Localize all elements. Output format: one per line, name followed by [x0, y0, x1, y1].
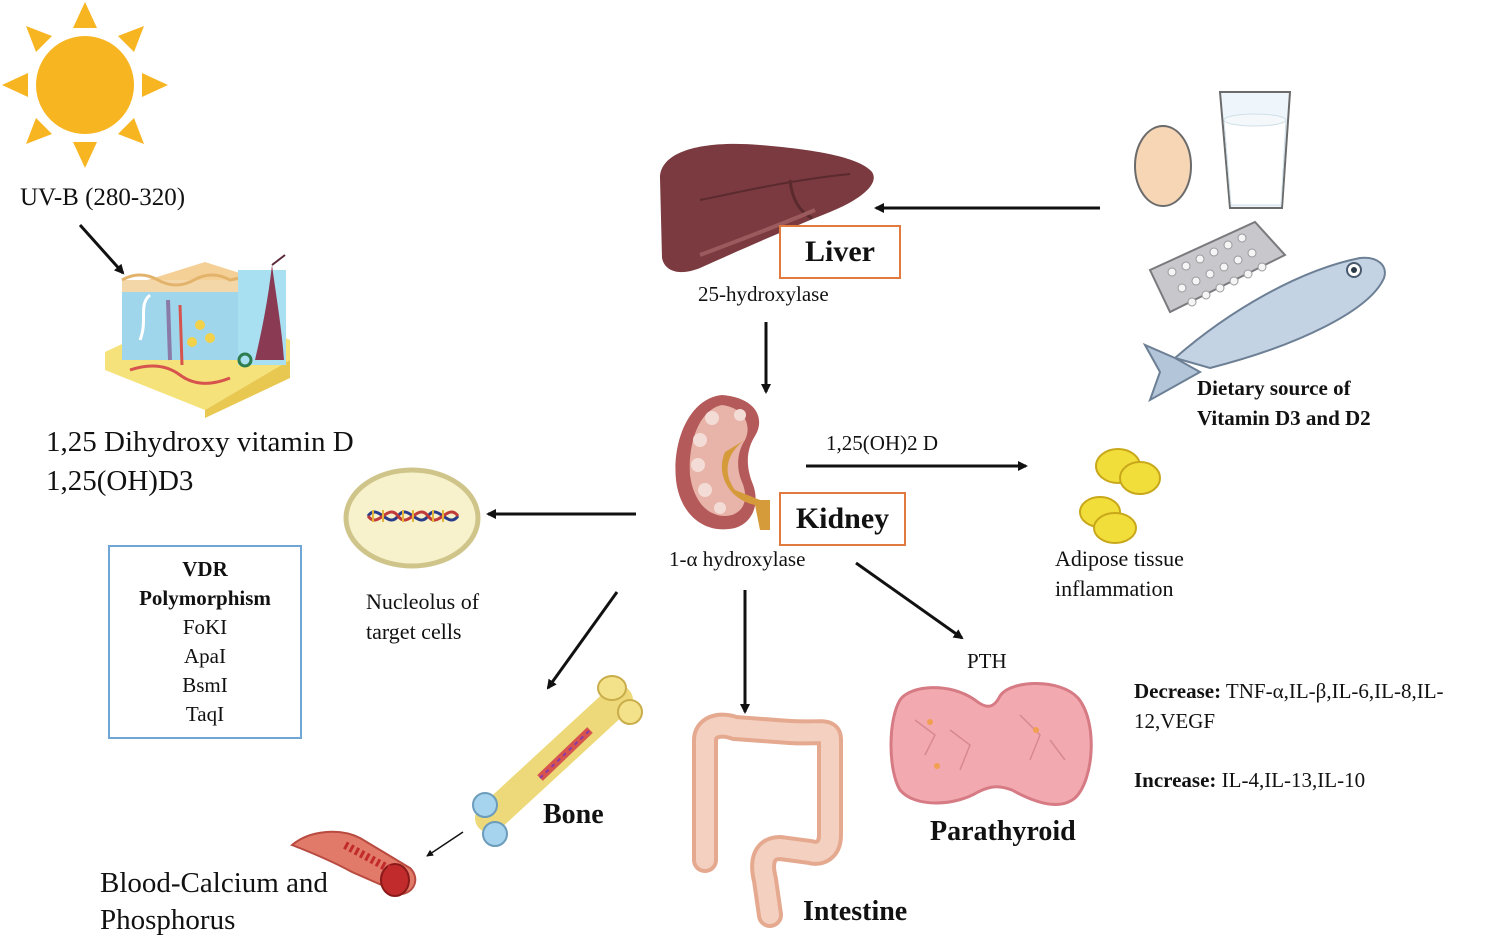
kidney-to-parathyroid-arrow: [855, 561, 964, 640]
nucleolus-line1: Nucleolus of: [366, 589, 480, 614]
liver-label: Liver: [779, 225, 901, 279]
liver-icon: [660, 143, 874, 273]
parathyroid-icon: [889, 682, 1093, 806]
vdr-title-line1: VDR: [182, 557, 228, 581]
blood-line1: Blood-Calcium and: [100, 867, 328, 899]
diet-line1: Dietary source of: [1197, 376, 1351, 400]
parathyroid-label: Parathyroid: [930, 816, 1076, 847]
intestine-icon: [692, 712, 843, 928]
bone-icon: [472, 675, 643, 847]
nucleolus-dna-icon: [343, 467, 481, 569]
pth-label: PTH: [967, 649, 1007, 673]
adipose-cells-icon: [1079, 448, 1161, 544]
vdr-item: BsmI: [182, 673, 228, 697]
adipose-line2: inflammation: [1055, 576, 1174, 601]
vdr-item: ApaI: [184, 644, 226, 668]
fish-icon: [1142, 256, 1386, 403]
diet-line2: Vitamin D3 and D2: [1197, 406, 1371, 430]
milk-glass-icon: [1218, 91, 1292, 209]
sun-icon: [2, 2, 168, 168]
decrease-label: Decrease:: [1134, 679, 1222, 703]
bone-to-blood-arrow: [426, 831, 464, 857]
kidney-to-bone-arrow: [546, 591, 619, 690]
skin-product-line2: 1,25(OH)D3: [46, 465, 194, 497]
kidney-product: 1,25(OH)2 D: [826, 431, 938, 455]
blood-vessel-icon: [290, 830, 417, 897]
kidney-label: Kidney: [779, 492, 906, 546]
uv-label: UV-B (280-320): [20, 184, 186, 211]
vdr-title-line2: Polymorphism: [139, 586, 271, 610]
egg-icon: [1134, 125, 1192, 207]
cytokines-increase: Increase: IL-4,IL-13,IL-10: [1134, 768, 1365, 792]
vdr-polymorphism-box: VDR Polymorphism FoKI ApaI BsmI TaqI: [108, 545, 302, 739]
supplement-pills-icon: [1148, 220, 1287, 314]
decrease-values-line2: 12,VEGF: [1134, 709, 1216, 733]
decrease-values-line1: TNF-α,IL-β,IL-6,IL-8,IL-: [1221, 679, 1444, 703]
vdr-item: TaqI: [185, 702, 225, 726]
cytokines-decrease: Decrease: TNF-α,IL-β,IL-6,IL-8,IL-: [1134, 679, 1444, 703]
skin-icon: [105, 254, 290, 418]
adipose-line1: Adipose tissue: [1055, 546, 1184, 571]
nucleolus-line2: target cells: [366, 619, 462, 644]
increase-values: IL-4,IL-13,IL-10: [1216, 768, 1366, 792]
blood-line2: Phosphorus: [100, 904, 236, 936]
kidney-icon: [675, 395, 770, 530]
increase-label: Increase:: [1134, 768, 1217, 792]
vdr-item: FoKI: [182, 615, 228, 639]
uv-to-skin-arrow: [78, 223, 125, 275]
bone-label: Bone: [543, 799, 604, 830]
liver-enzyme: 25-hydroxylase: [698, 282, 829, 306]
intestine-label: Intestine: [803, 896, 908, 927]
skin-product-line1: 1,25 Dihydroxy vitamin D: [46, 426, 354, 458]
dietary-foods-icon: [1134, 91, 1386, 403]
kidney-enzyme: 1-α hydroxylase: [669, 547, 806, 571]
